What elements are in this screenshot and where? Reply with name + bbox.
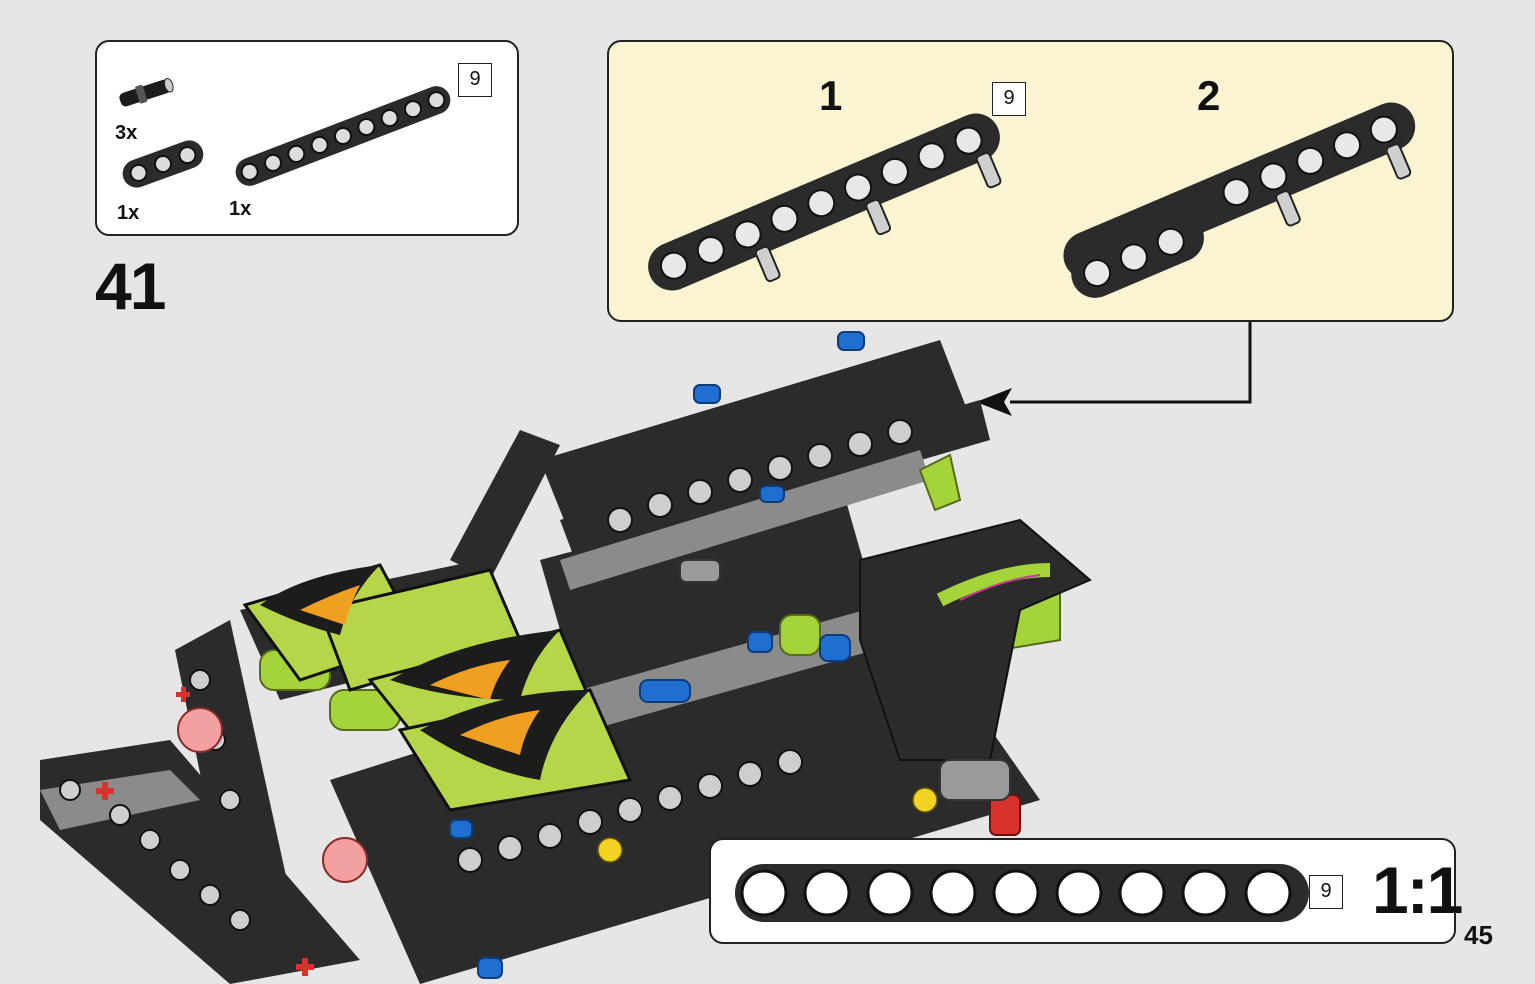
beam-hole (1181, 869, 1229, 917)
sub-step-1-number: 1 (819, 72, 843, 119)
sub-assembly-2-beam (1063, 102, 1416, 298)
sub-step-1-length-box: 9 (992, 82, 1026, 116)
parts-callout: 3x 1x 1x 9 (95, 40, 519, 236)
beam-hole (992, 869, 1040, 917)
beam-3-part-icon (122, 140, 204, 188)
sub-step-2-number: 2 (1197, 72, 1221, 119)
beam-hole (803, 869, 851, 917)
sub-assembly-callout: 1 9 2 (607, 40, 1454, 322)
beam-hole (1118, 869, 1166, 917)
qty-label-beam-3: 1x (117, 202, 140, 224)
beam-hole (929, 869, 977, 917)
beam-9-part-icon (235, 86, 451, 186)
sub-assembly-1-beam (648, 113, 1002, 291)
one-to-one-beam (735, 864, 1309, 922)
beam-hole (866, 869, 914, 917)
qty-label-pin: 3x (115, 122, 138, 144)
qty-label-beam-9: 1x (229, 198, 252, 220)
length-box: 9 (458, 63, 492, 97)
step-number: 41 (95, 249, 166, 323)
beam-hole (1055, 869, 1103, 917)
scale-ratio: 1:1 (1372, 853, 1463, 927)
scale-callout: 9 (709, 838, 1456, 944)
beam-hole (740, 869, 788, 917)
pin-part-icon (119, 78, 174, 107)
scale-length-box: 9 (1309, 875, 1343, 909)
beam-hole (1244, 869, 1292, 917)
page-number: 45 (1464, 920, 1493, 950)
